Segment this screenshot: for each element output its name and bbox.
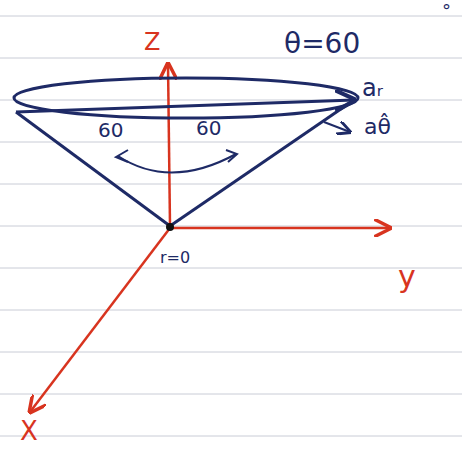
axis-label: y xyxy=(398,262,416,292)
ruled-lines xyxy=(0,16,462,436)
axes xyxy=(30,64,390,412)
angle-label: θ=60 xyxy=(284,30,360,58)
cone-rim xyxy=(14,78,358,118)
z-axis xyxy=(168,64,170,226)
degree-mark: ° xyxy=(442,2,451,20)
angle-value: 60 xyxy=(196,118,221,138)
unit-vector-label: aθ̂ xyxy=(364,116,391,138)
origin-label: r=0 xyxy=(160,250,190,266)
theta-unit-arrow xyxy=(324,122,350,132)
arc-head xyxy=(116,150,128,162)
y-axis xyxy=(170,227,390,230)
arc-head xyxy=(226,150,237,162)
x-axis xyxy=(30,228,170,412)
angle-value: 60 xyxy=(98,120,123,140)
radius-arrow xyxy=(16,100,354,112)
unit-vector-label: aᵣ xyxy=(362,76,383,100)
angle-arc xyxy=(118,154,236,173)
origin-dot xyxy=(166,223,174,231)
axis-label: X xyxy=(20,418,38,444)
cone-side xyxy=(170,100,354,226)
axis-label: Z xyxy=(144,30,160,54)
cone xyxy=(14,78,358,226)
